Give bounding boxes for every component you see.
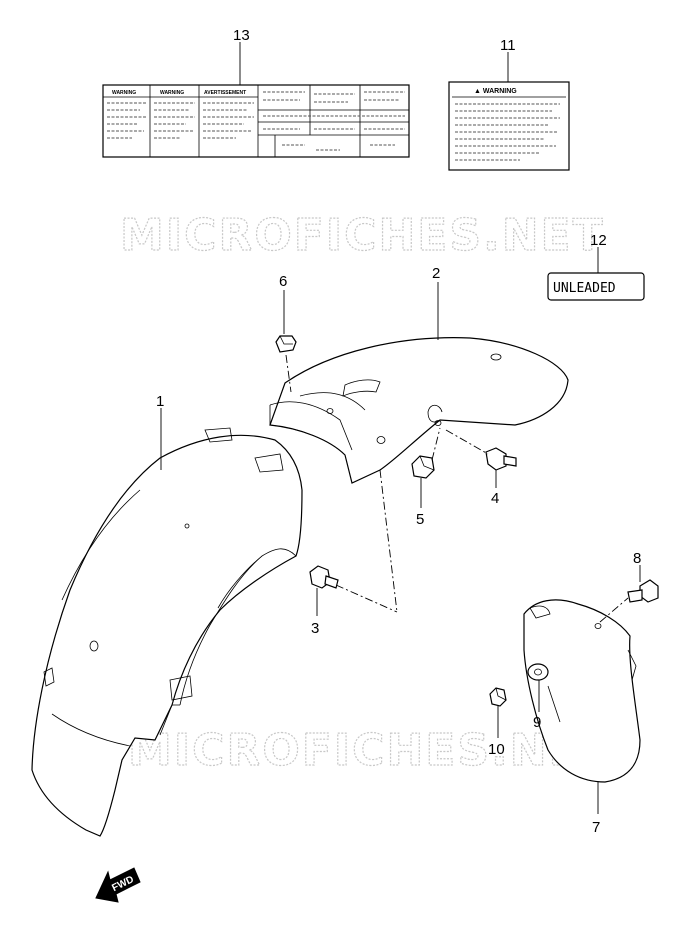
callout-12: 12	[590, 232, 607, 249]
part-10-nut	[489, 687, 507, 707]
label-13-heading-3: AVERTISSEMENT	[204, 90, 246, 96]
callout-1: 1	[156, 393, 164, 410]
part-5-nut	[411, 455, 435, 479]
callout-3: 3	[311, 620, 319, 637]
part-1-rear-fender-lower	[31, 427, 303, 837]
fwd-arrow-icon: FWD	[95, 867, 141, 903]
callout-5: 5	[416, 511, 424, 528]
label-12-text: UNLEADED	[553, 281, 616, 296]
watermark-bottom: MICROFICHES.NET	[128, 725, 613, 776]
part-13-warning-label: WARNING WARNING AVERTISSEMENT	[102, 84, 410, 158]
part-3-bolt	[309, 565, 339, 589]
label-11-heading: ▲ WARNING	[474, 88, 517, 95]
part-4-bolt	[485, 447, 517, 471]
part-9-washer	[527, 663, 549, 681]
label-13-heading-2: WARNING	[160, 90, 184, 96]
callout-11: 11	[500, 37, 516, 54]
part-7-side-cover	[523, 599, 641, 783]
part-12-unleaded-label: UNLEADED	[547, 272, 645, 301]
part-2-rear-fender-upper	[269, 337, 569, 484]
callout-6: 6	[279, 273, 287, 290]
callout-8: 8	[633, 550, 641, 567]
part-6-grommet	[275, 335, 297, 353]
callout-9: 9	[533, 714, 541, 731]
part-8-bolt	[627, 579, 659, 603]
watermark-top: MICROFICHES.NET	[120, 210, 605, 261]
callout-2: 2	[432, 265, 440, 282]
callout-10: 10	[488, 741, 505, 758]
fwd-arrow-text: FWD	[110, 874, 135, 894]
callout-4: 4	[491, 490, 499, 507]
part-11-warning-label: ▲ WARNING	[448, 81, 570, 171]
callout-7: 7	[592, 819, 600, 836]
callout-13: 13	[233, 27, 250, 44]
label-13-heading-1: WARNING	[112, 90, 136, 96]
